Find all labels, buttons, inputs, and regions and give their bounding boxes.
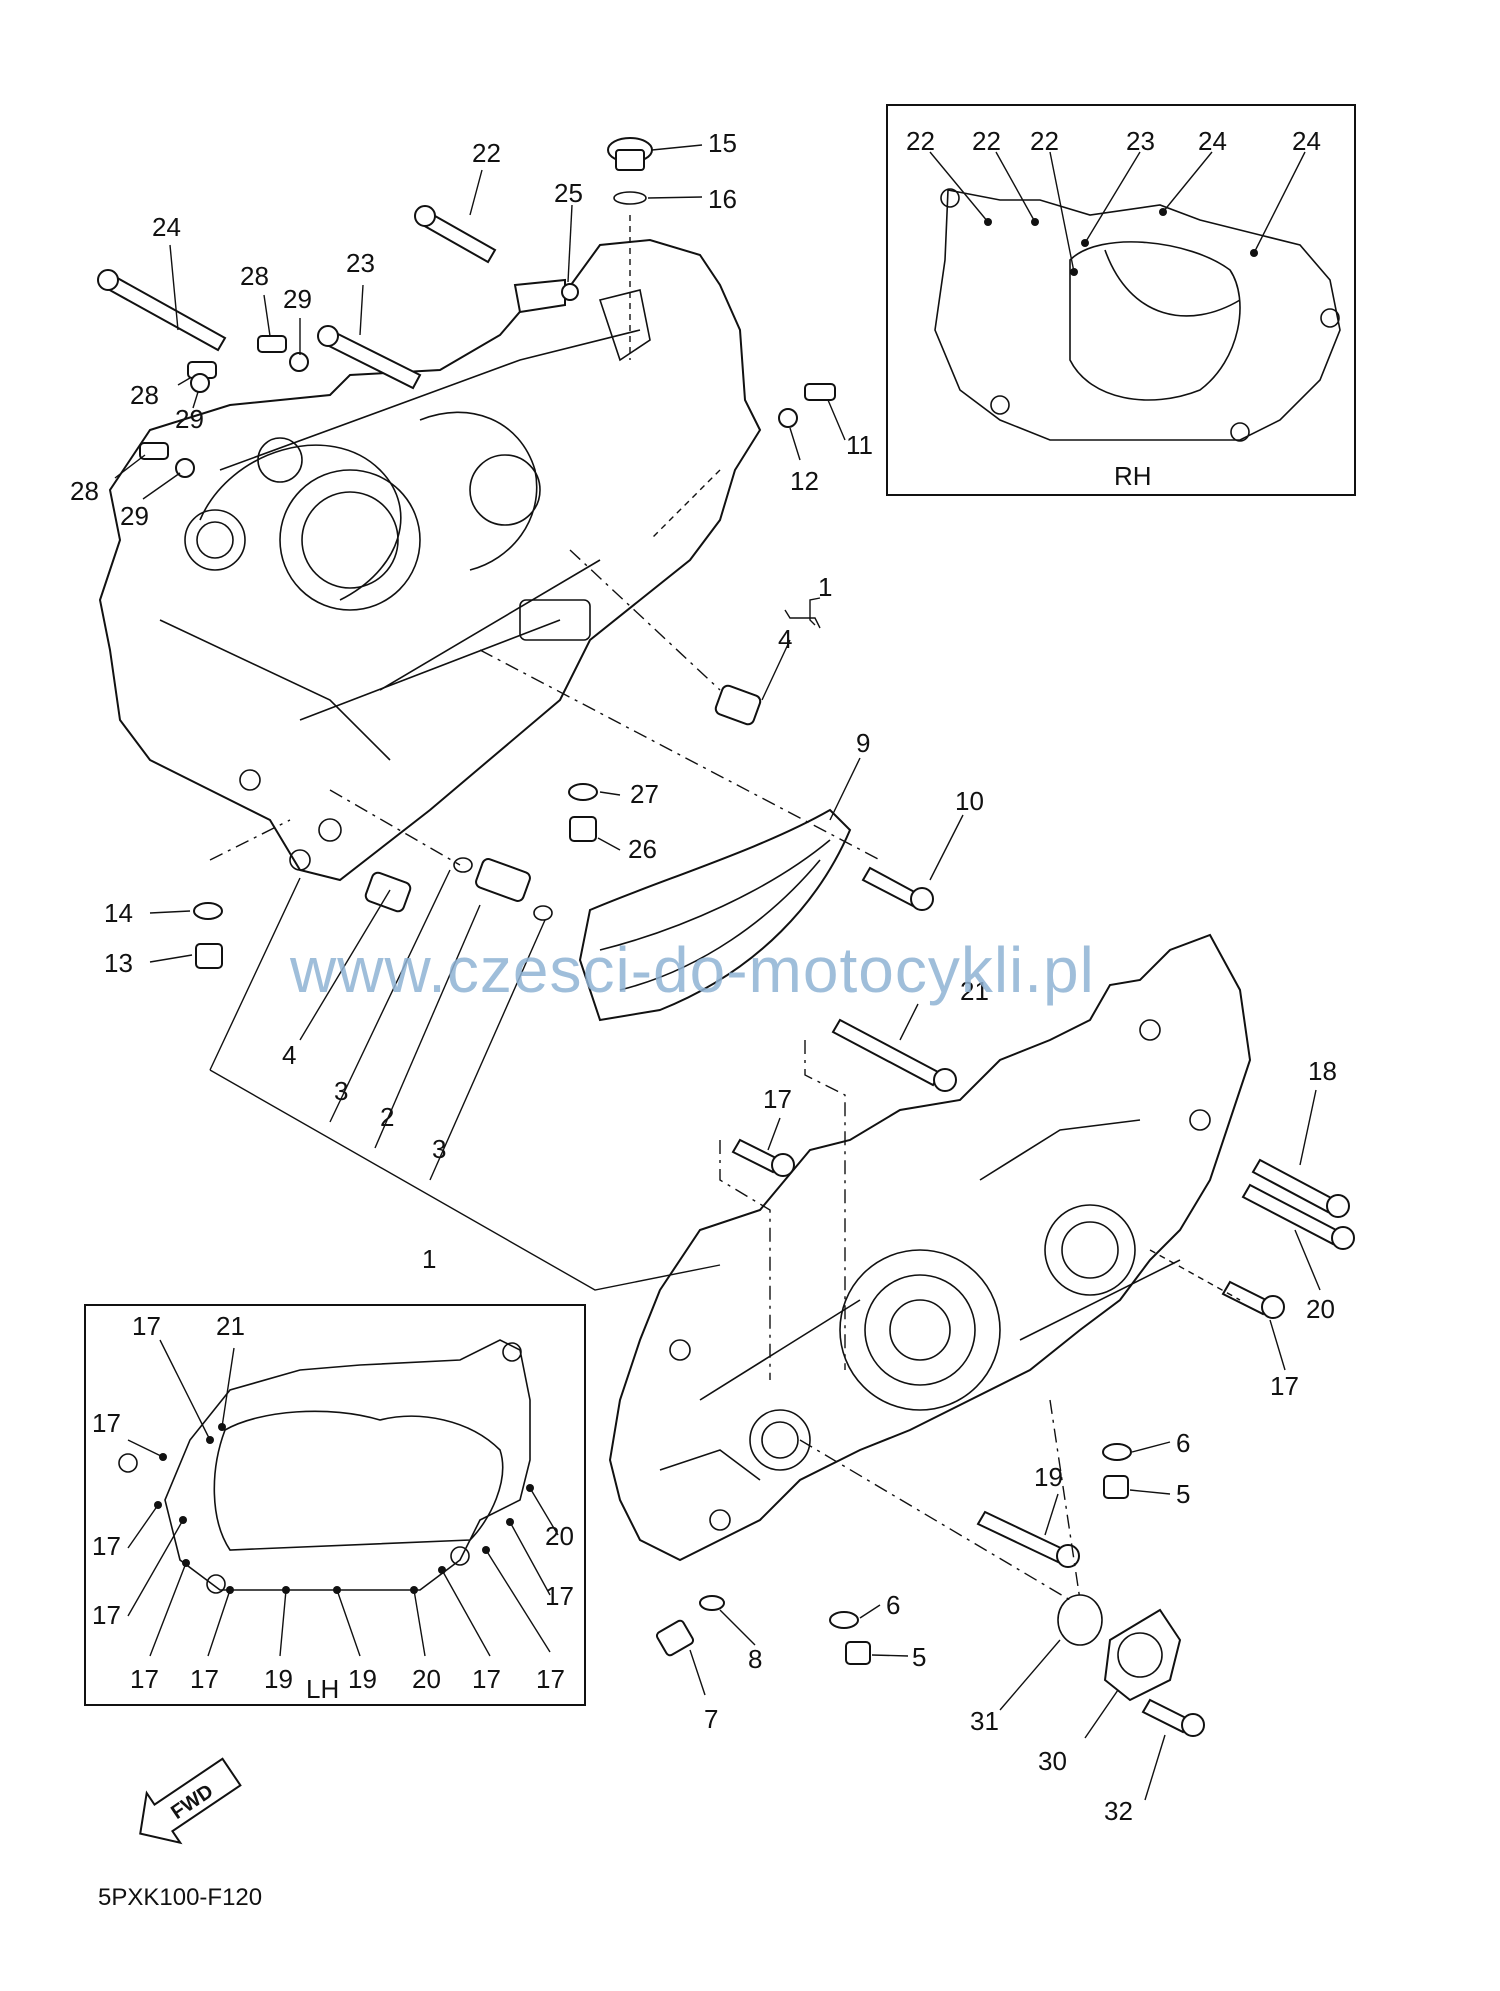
- callout-28a: 28: [240, 261, 269, 291]
- callout-7: 7: [704, 1704, 718, 1734]
- rh-label-22c: 22: [1030, 126, 1059, 156]
- callout-11: 11: [846, 430, 873, 460]
- callout-31: 31: [970, 1706, 999, 1736]
- callout-5-lower: 5: [912, 1642, 926, 1672]
- rh-label-24b: 24: [1292, 126, 1321, 156]
- lh-label-17-r1: 17: [545, 1581, 574, 1611]
- rh-title: RH: [1114, 461, 1152, 491]
- lh-label-17-b3: 17: [472, 1664, 501, 1694]
- callout-9: 9: [856, 728, 870, 758]
- leader-lines: [114, 144, 1321, 1801]
- lh-label-17-b1: 17: [130, 1664, 159, 1694]
- callout-27: 27: [630, 779, 659, 809]
- callout-20: 20: [1306, 1294, 1335, 1324]
- rh-label-23: 23: [1126, 126, 1155, 156]
- lh-label-17-l3: 17: [92, 1600, 121, 1630]
- inset-lh: 17 21 17 17 17 20 17 17 17 19 19 20 17 1…: [84, 1304, 586, 1706]
- callout-14: 14: [104, 898, 133, 928]
- callout-19: 19: [1034, 1462, 1063, 1492]
- strainer-cover: [578, 808, 852, 1022]
- fasteners: [97, 137, 1355, 1737]
- callout-1-upper: 1: [818, 572, 832, 602]
- diagram-code: 5PXK100-F120: [98, 1884, 262, 1911]
- callout-21: 21: [960, 976, 989, 1006]
- callout-30: 30: [1038, 1746, 1067, 1776]
- callout-8: 8: [748, 1644, 762, 1674]
- callout-29b: 29: [175, 404, 204, 434]
- lh-label-17-b4: 17: [536, 1664, 565, 1694]
- callout-4-lower: 4: [282, 1040, 296, 1070]
- callout-16: 16: [708, 184, 737, 214]
- lh-label-19-a: 19: [264, 1664, 293, 1694]
- callout-25: 25: [554, 178, 583, 208]
- watermark: www.czesci-do-motocykli.pl: [289, 934, 1095, 1006]
- callout-29a: 29: [283, 284, 312, 314]
- lh-label-20-right: 20: [545, 1521, 574, 1551]
- lh-label-17-l1: 17: [92, 1408, 121, 1438]
- callout-13: 13: [104, 948, 133, 978]
- rh-label-22b: 22: [972, 126, 1001, 156]
- callout-28b: 28: [130, 380, 159, 410]
- lh-label-17-top: 17: [132, 1311, 161, 1341]
- callout-5-right: 5: [1176, 1479, 1190, 1509]
- right-crankcase: [608, 933, 1252, 1562]
- callout-15: 15: [708, 128, 737, 158]
- rh-label-22a: 22: [906, 126, 935, 156]
- callout-3-right: 3: [432, 1134, 446, 1164]
- callout-1-lower: 1: [422, 1244, 436, 1274]
- inset-rh: 22 22 22 23 24 24 RH: [886, 104, 1356, 496]
- left-crankcase: [98, 238, 762, 882]
- fwd-arrow: FWD: [139, 1757, 242, 1845]
- callout-18: 18: [1308, 1056, 1337, 1086]
- callout-29c: 29: [120, 501, 149, 531]
- callout-4-upper: 4: [778, 624, 792, 654]
- lh-label-19-b: 19: [348, 1664, 377, 1694]
- callout-labels: 22 15 25 16 24 28 23 29 28 29 28 29 11 1…: [70, 128, 1337, 1826]
- lh-label-20-bottom: 20: [412, 1664, 441, 1694]
- callout-3-left: 3: [334, 1076, 348, 1106]
- callout-23: 23: [346, 248, 375, 278]
- callout-28c: 28: [70, 476, 99, 506]
- callout-10: 10: [955, 786, 984, 816]
- lh-label-17-l2: 17: [92, 1531, 121, 1561]
- callout-17-right: 17: [1270, 1371, 1299, 1401]
- callout-2: 2: [380, 1102, 394, 1132]
- lh-label-21: 21: [216, 1311, 245, 1341]
- rh-label-24a: 24: [1198, 126, 1227, 156]
- callout-6-right: 6: [1176, 1428, 1190, 1458]
- lh-title: LH: [306, 1674, 339, 1704]
- callout-24: 24: [152, 212, 181, 242]
- callout-17-left: 17: [763, 1084, 792, 1114]
- callout-6-lower: 6: [886, 1590, 900, 1620]
- callout-26: 26: [628, 834, 657, 864]
- callout-32: 32: [1104, 1796, 1133, 1826]
- lh-label-17-b2: 17: [190, 1664, 219, 1694]
- callout-22: 22: [472, 138, 501, 168]
- callout-12: 12: [790, 466, 819, 496]
